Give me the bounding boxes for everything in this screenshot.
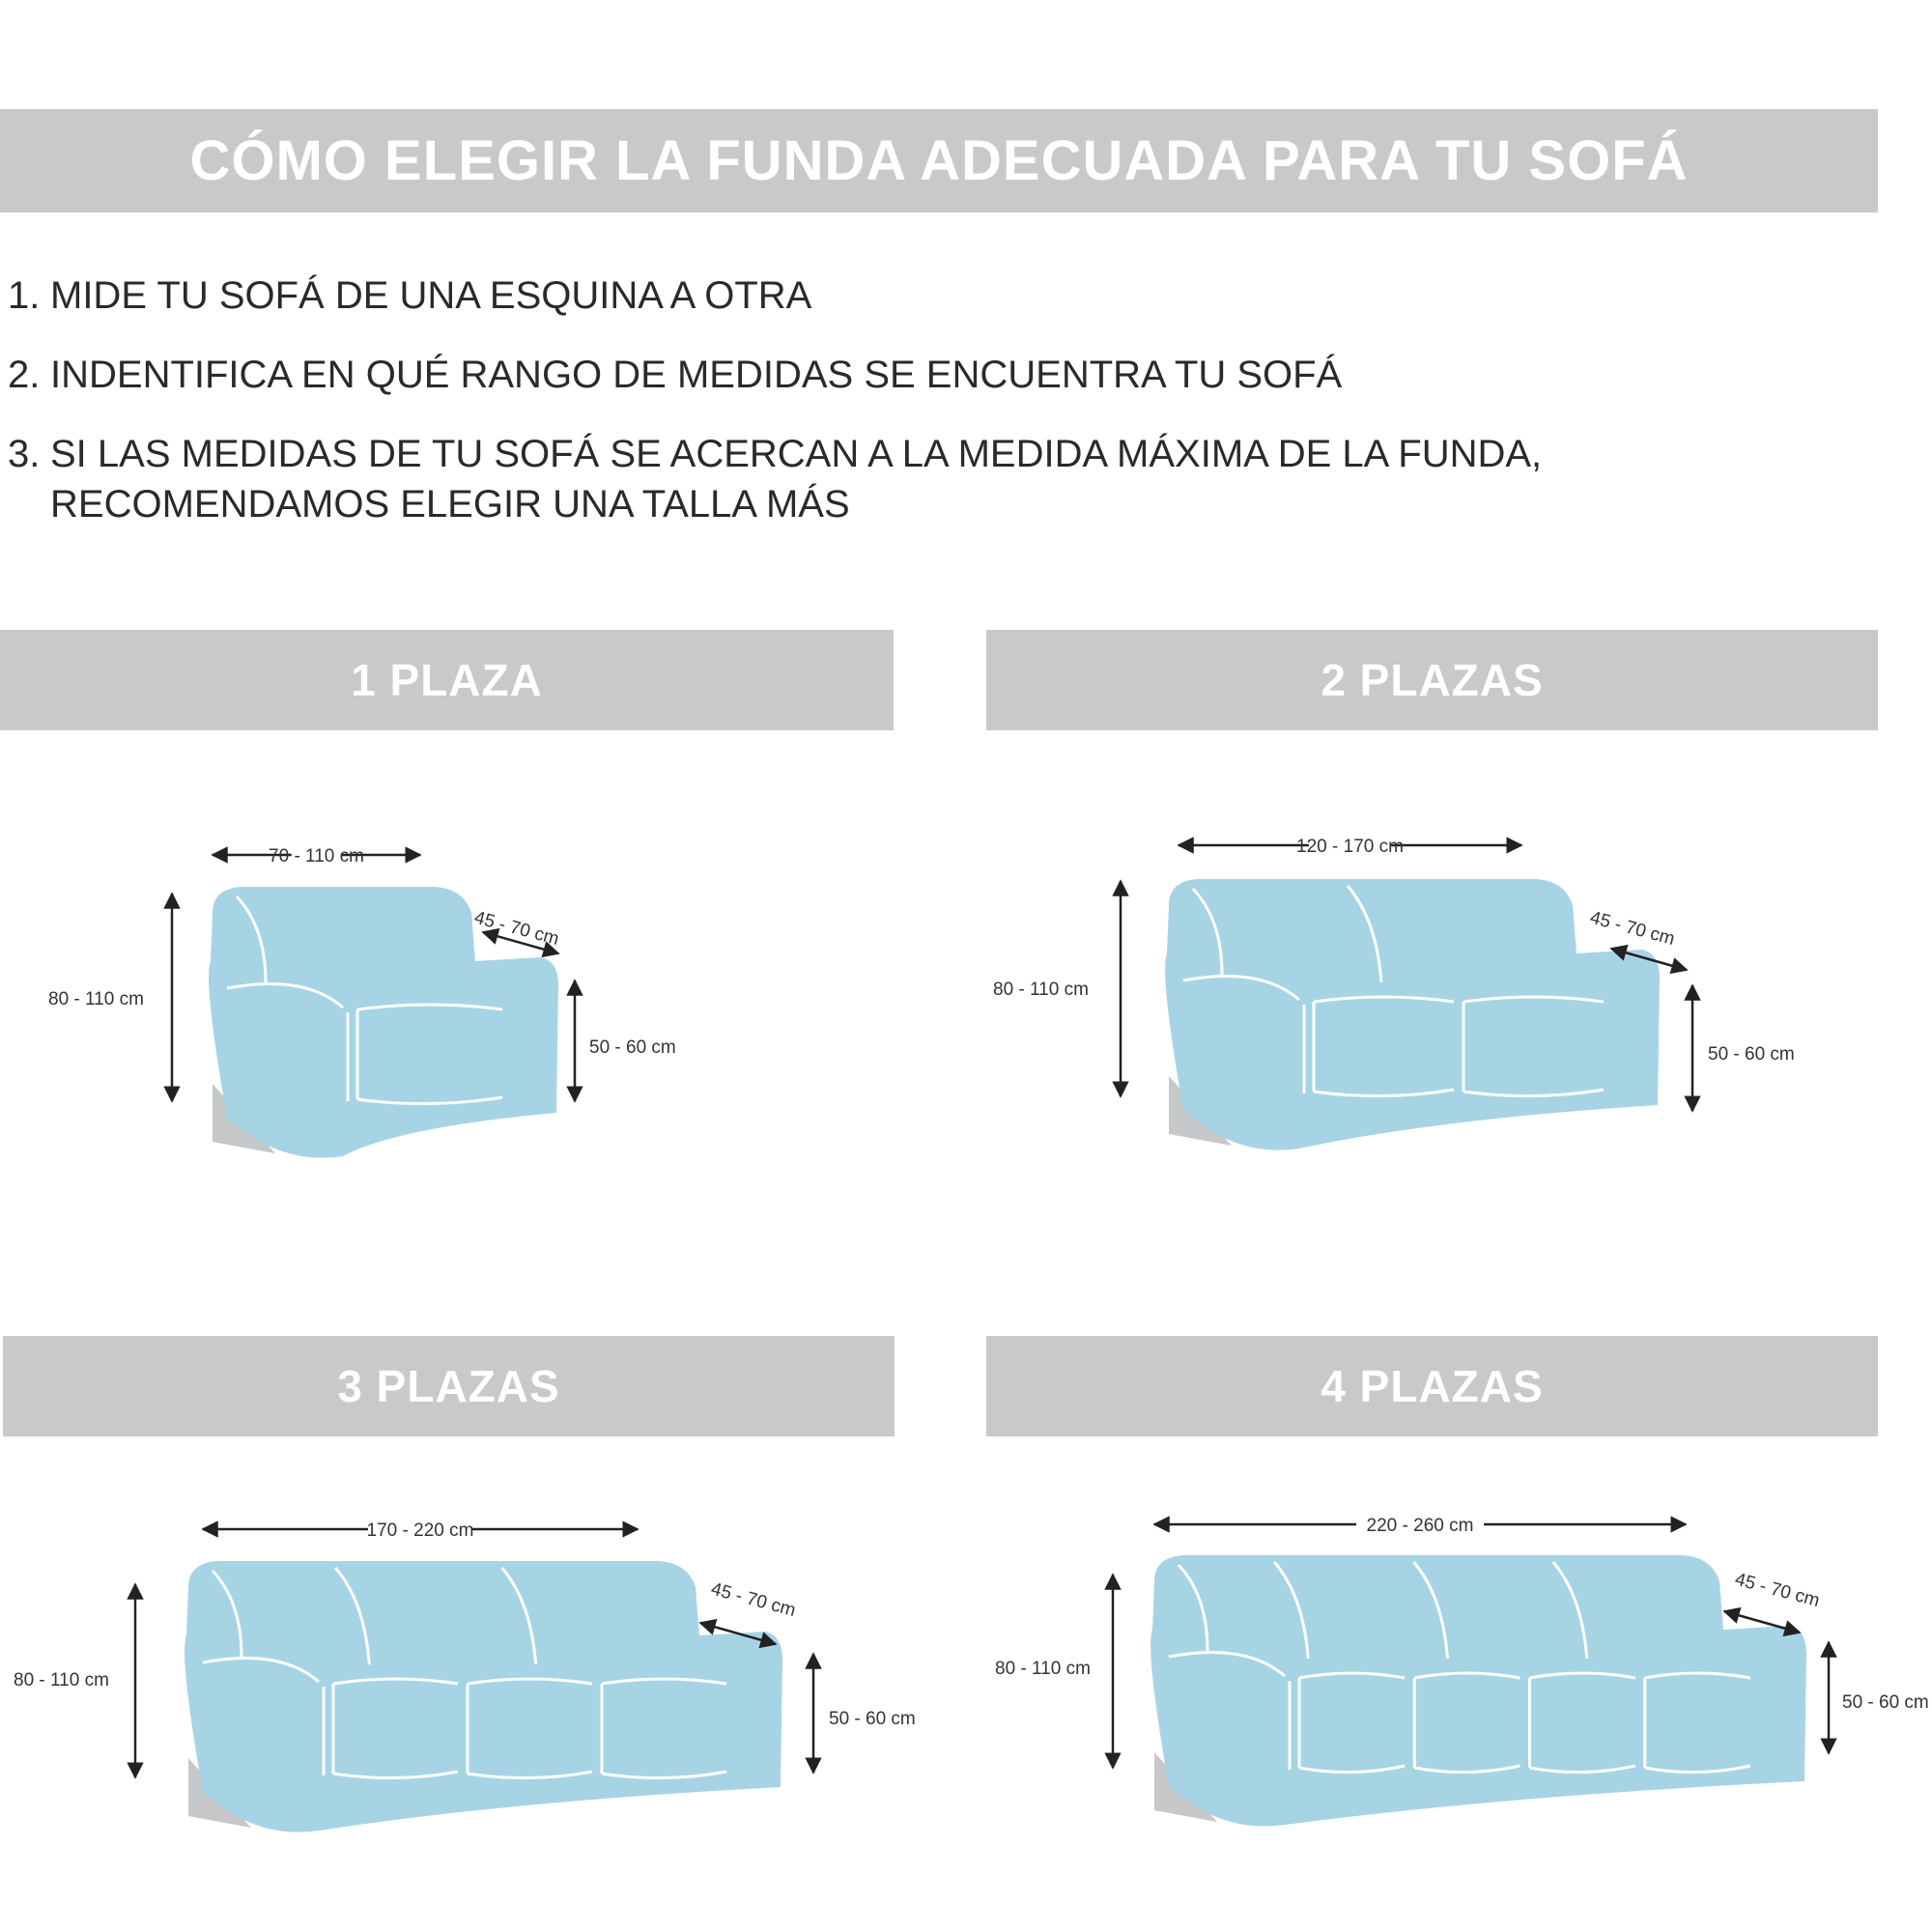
back-divider bbox=[1177, 1563, 1209, 1652]
width-label: 220 - 260 cm bbox=[1367, 1516, 1474, 1536]
arm-line bbox=[1168, 1651, 1286, 1678]
sofa-shadow bbox=[1169, 1076, 1232, 1146]
section-title: 4 PLAZAS bbox=[1321, 1361, 1544, 1411]
step-number: 1. bbox=[8, 274, 41, 317]
cushion-line bbox=[1644, 1671, 1751, 1680]
back-divider bbox=[1551, 1561, 1589, 1660]
depth-arrow bbox=[1609, 944, 1689, 975]
sofa-body bbox=[209, 887, 558, 1158]
instruction-steps: 1. MIDE TU SOFÁ DE UNA ESQUINA A OTRA 2.… bbox=[8, 270, 1692, 558]
cushion-line bbox=[1644, 1764, 1751, 1775]
sofa-shadow bbox=[213, 1084, 275, 1153]
cushion-line bbox=[601, 1770, 727, 1780]
cushion-line bbox=[1298, 1764, 1406, 1775]
height-label: 80 - 110 cm bbox=[993, 980, 1089, 1000]
step-number: 2. bbox=[8, 354, 41, 396]
section-title: 3 PLAZAS bbox=[337, 1361, 560, 1411]
cushion-line bbox=[1529, 1764, 1636, 1775]
back-divider bbox=[1273, 1561, 1310, 1660]
depth-arrow bbox=[698, 1618, 778, 1649]
step-2: 2. INDENTIFICA EN QUÉ RANGO DE MEDIDAS S… bbox=[8, 350, 1692, 400]
depth-label: 45 - 70 cm bbox=[709, 1579, 798, 1622]
seat-height-label: 50 - 60 cm bbox=[1842, 1692, 1929, 1713]
width-label: 120 - 170 cm bbox=[1296, 837, 1404, 857]
depth-label: 45 - 70 cm bbox=[472, 908, 561, 951]
cushion-line bbox=[332, 1677, 459, 1686]
section-banner-1-plaza: 1 PLAZA bbox=[0, 630, 894, 730]
step-3: 3. SI LAS MEDIDAS DE TU SOFÁ SE ACERCAN … bbox=[8, 429, 1692, 529]
step-number: 3. bbox=[8, 433, 41, 475]
depth-label: 45 - 70 cm bbox=[1733, 1570, 1822, 1612]
depth-label: 45 - 70 cm bbox=[1588, 908, 1677, 951]
section-banner-4-plazas: 4 PLAZAS bbox=[986, 1336, 1878, 1436]
main-title: CÓMO ELEGIR LA FUNDA ADECUADA PARA TU SO… bbox=[189, 129, 1689, 192]
back-divider bbox=[235, 895, 268, 983]
sofa-body bbox=[1151, 1555, 1806, 1827]
arm-line bbox=[226, 982, 344, 1009]
cushion-line bbox=[467, 1770, 593, 1780]
cushion-line bbox=[1463, 995, 1605, 1004]
height-label: 80 - 110 cm bbox=[995, 1659, 1091, 1679]
back-divider bbox=[211, 1569, 243, 1658]
sofa-body bbox=[1165, 879, 1660, 1151]
seat-height-label: 50 - 60 cm bbox=[829, 1709, 916, 1729]
step-text: MIDE TU SOFÁ DE UNA ESQUINA A OTRA bbox=[50, 274, 812, 317]
back-divider bbox=[1191, 887, 1224, 976]
section-banner-2-plazas: 2 PLAZAS bbox=[986, 630, 1878, 730]
seat-height-label: 50 - 60 cm bbox=[1708, 1044, 1795, 1065]
cushion-line bbox=[356, 1003, 503, 1011]
step-text: SI LAS MEDIDAS DE TU SOFÁ SE ACERCAN A L… bbox=[50, 433, 1543, 526]
back-divider bbox=[500, 1567, 538, 1665]
cushion-line bbox=[1413, 1764, 1520, 1775]
height-label: 80 - 110 cm bbox=[48, 989, 144, 1009]
cushion-line bbox=[1298, 1671, 1406, 1680]
cushion-line bbox=[467, 1677, 593, 1686]
seat-height-label: 50 - 60 cm bbox=[589, 1037, 676, 1058]
arm-line bbox=[202, 1657, 320, 1684]
cushion-line bbox=[356, 1095, 503, 1106]
section-title: 2 PLAZAS bbox=[1321, 655, 1544, 705]
step-1: 1. MIDE TU SOFÁ DE UNA ESQUINA A OTRA bbox=[8, 270, 1692, 321]
cushion-line bbox=[1313, 1088, 1455, 1098]
depth-arrow bbox=[481, 927, 560, 958]
main-title-banner: CÓMO ELEGIR LA FUNDA ADECUADA PARA TU SO… bbox=[0, 109, 1878, 213]
cushion-line bbox=[1463, 1088, 1605, 1098]
back-divider bbox=[1346, 885, 1383, 983]
cushion-line bbox=[1413, 1671, 1520, 1680]
section-banner-3-plazas: 3 PLAZAS bbox=[3, 1336, 895, 1436]
cushion-line bbox=[601, 1677, 727, 1686]
cushion-line bbox=[332, 1770, 459, 1780]
width-label: 170 - 220 cm bbox=[367, 1520, 474, 1541]
arm-line bbox=[1182, 975, 1300, 1002]
cushion-line bbox=[1313, 995, 1455, 1004]
step-text: INDENTIFICA EN QUÉ RANGO DE MEDIDAS SE E… bbox=[50, 354, 1343, 396]
sofa-shadow bbox=[188, 1758, 251, 1828]
sofa-shadow bbox=[1154, 1752, 1217, 1822]
back-divider bbox=[334, 1567, 371, 1665]
section-title: 1 PLAZA bbox=[351, 655, 543, 705]
width-label: 70 - 110 cm bbox=[269, 846, 364, 867]
height-label: 80 - 110 cm bbox=[14, 1670, 109, 1690]
sofa-body bbox=[185, 1561, 782, 1833]
depth-arrow bbox=[1722, 1606, 1802, 1637]
back-divider bbox=[1412, 1561, 1449, 1660]
cushion-line bbox=[1529, 1671, 1636, 1680]
